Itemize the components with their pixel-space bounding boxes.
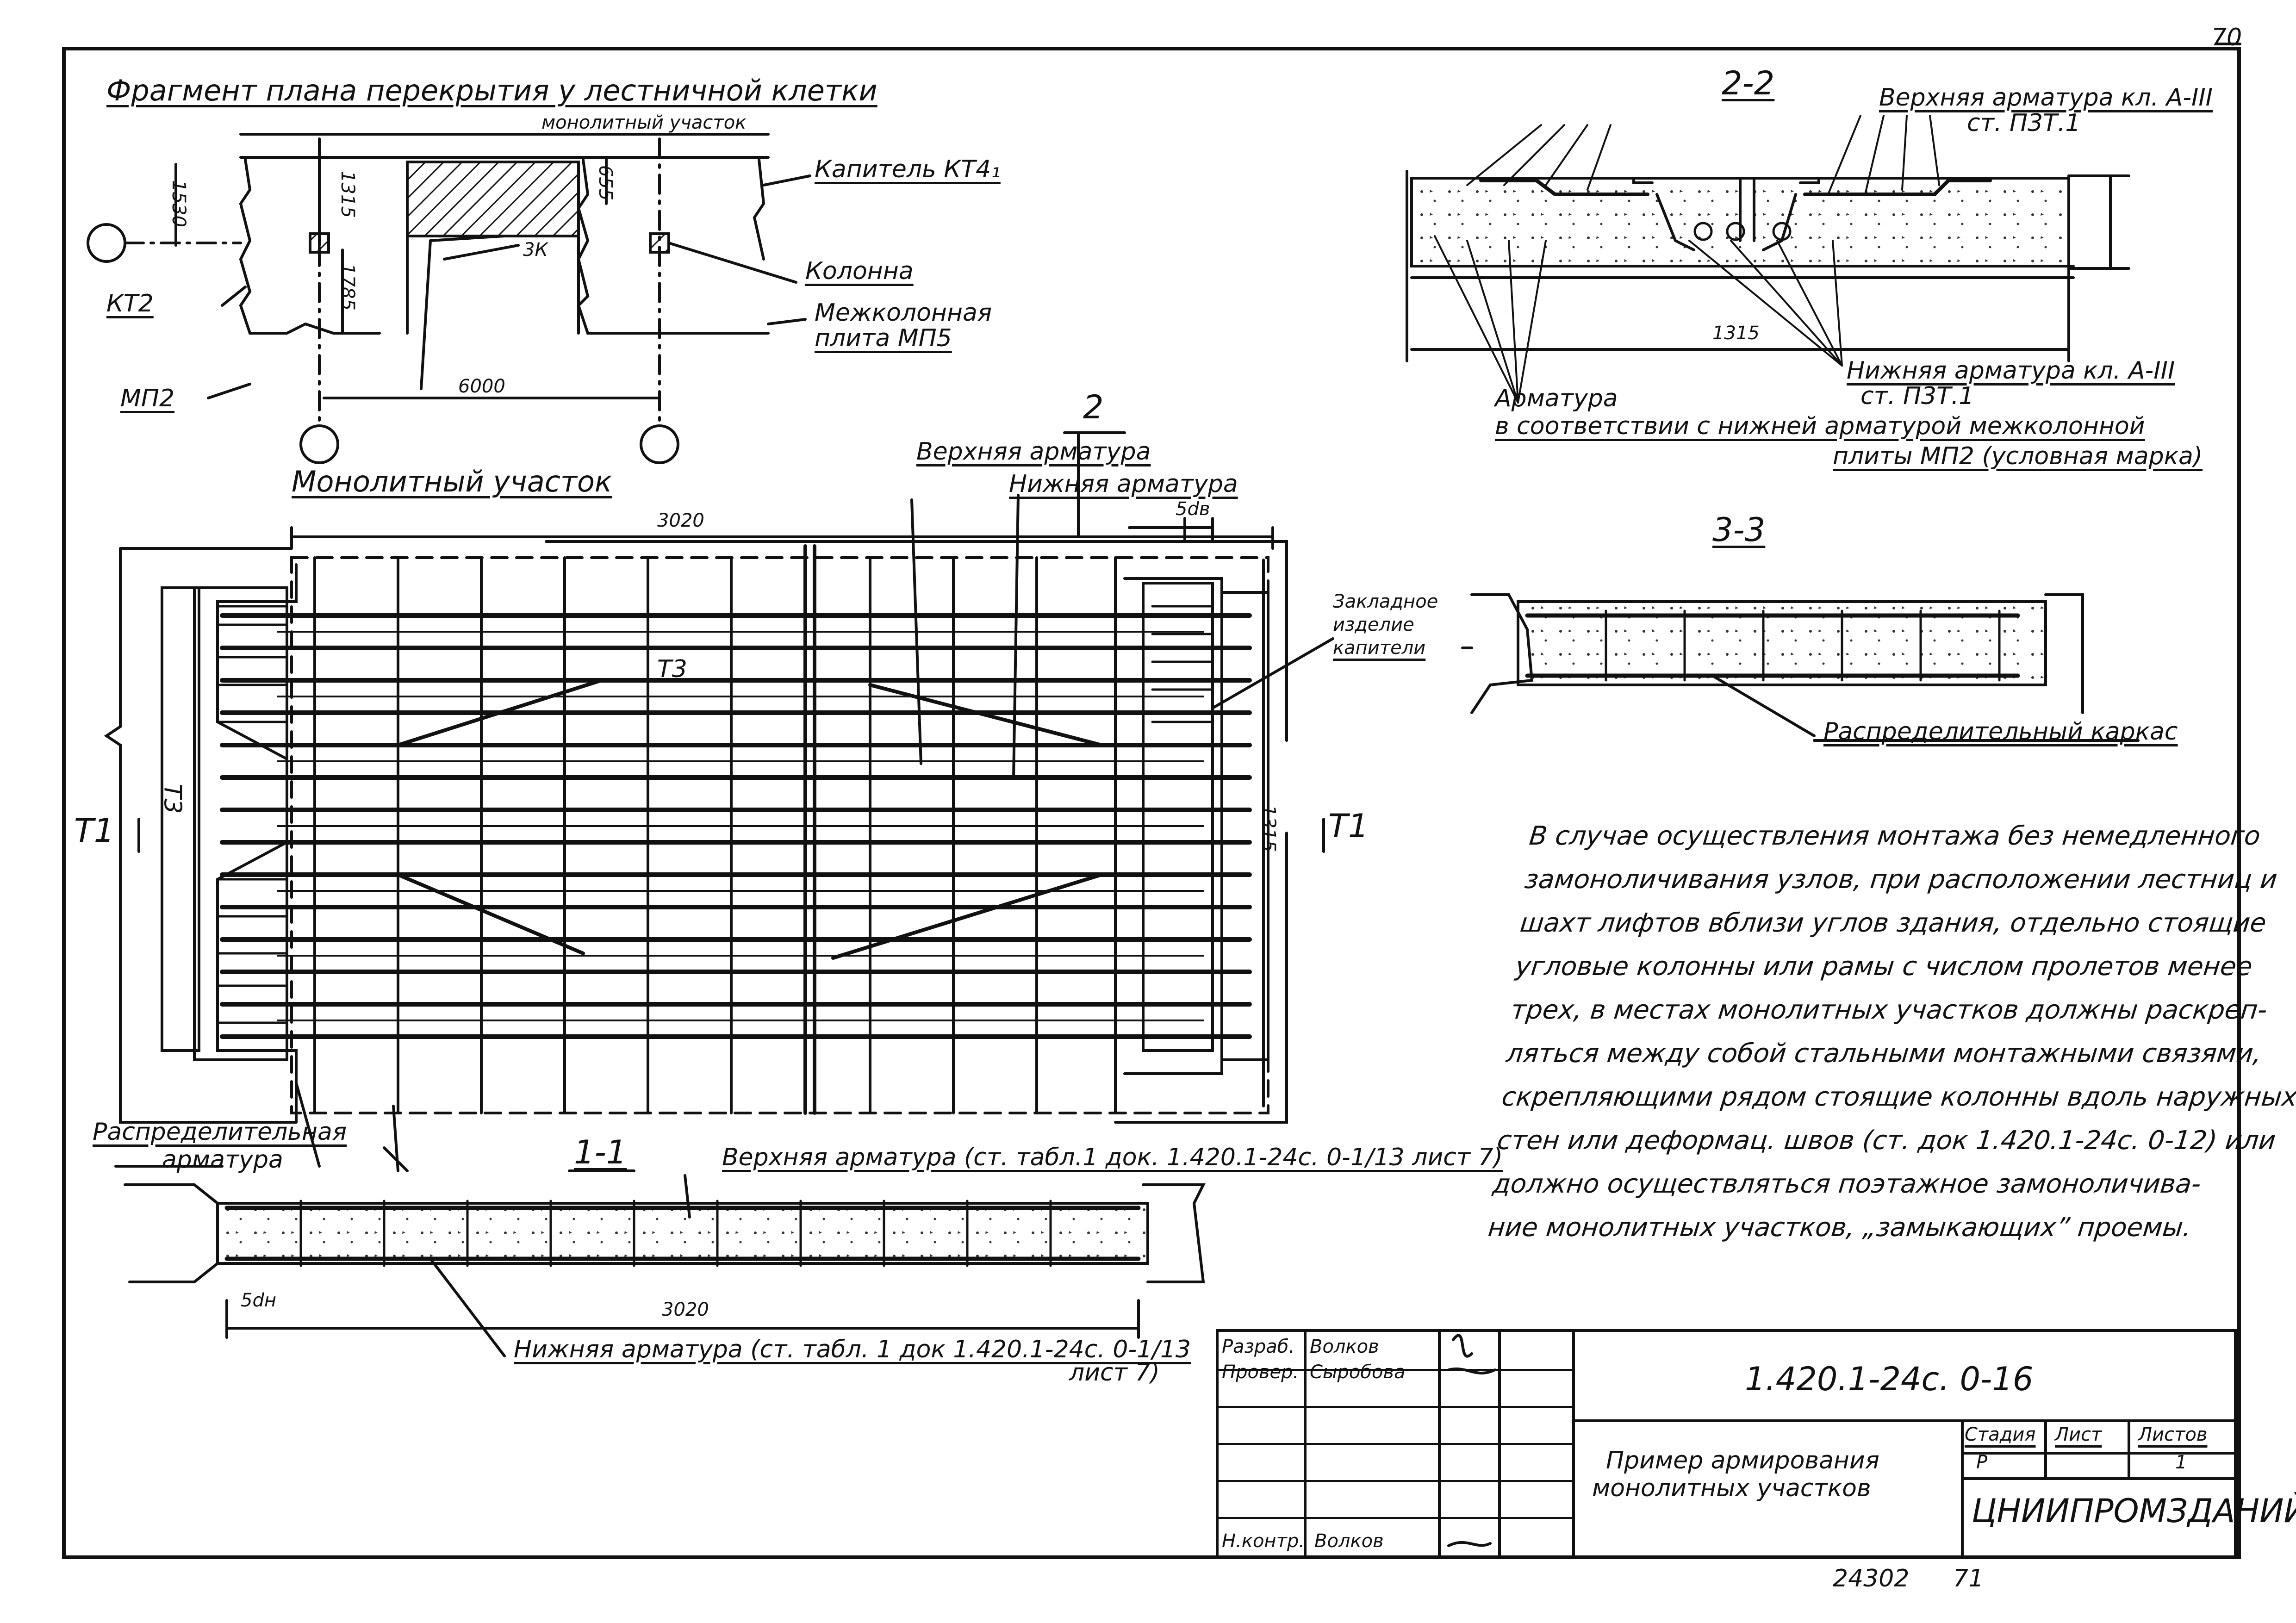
dim-1315-section: 1315	[1712, 323, 1760, 344]
tb-prover-label: Провер.	[1222, 1362, 1299, 1383]
section-1-1	[114, 1165, 1206, 1357]
tb-organization: ЦНИИПРОМЗДАНИЙ	[1972, 1492, 2296, 1530]
dim-3020-section: 3020	[662, 1299, 709, 1320]
section-2-2-lower-ref: ст. П3Т.1	[1860, 382, 1974, 410]
dim-5d-lower: 5dн	[241, 1290, 276, 1311]
footer-copy: 71	[1953, 1565, 1984, 1592]
section-1-1-upper: Верхняя арматура (ст. табл.1 док. 1.420.…	[722, 1144, 1503, 1171]
section-2-2-rebar-line2: в соответствии с нижней арматурой межкол…	[1495, 412, 2145, 440]
note-line: ляться между собой стальными монтажными …	[1505, 1038, 2263, 1069]
tb-desc-line1: Пример армирования	[1606, 1447, 1879, 1474]
fragment-title: Фрагмент плана перекрытия у лестничной к…	[106, 74, 877, 107]
dim-5d-upper: 5dв	[1176, 498, 1210, 520]
tb-desc-line2: монолитных участков	[1592, 1474, 1871, 1502]
dim-3020-plan: 3020	[657, 510, 704, 531]
dim-1315-frag: 1315	[336, 171, 358, 218]
note-line: шахт лифтов вблизи углов здания, отдельн…	[1518, 908, 2268, 938]
tb-listov-value: 1	[2175, 1452, 2187, 1473]
distrib-line1: Распределительная	[93, 1118, 347, 1146]
tb-nkontr-label: Н.контр.	[1222, 1530, 1305, 1552]
t3-label-b: Т3	[158, 784, 187, 814]
dim-6000: 6000	[458, 376, 505, 397]
kapitel-label: Капитель КТ4₁	[815, 155, 1001, 183]
section-2-2-title: 2-2	[1722, 64, 1775, 102]
sheet-frame	[62, 47, 2241, 1559]
embedded-line2: изделие	[1333, 614, 1414, 635]
fragment-plan	[87, 133, 811, 464]
section-2-2-upper-ref: ст. П3Т.1	[1967, 109, 2081, 137]
slab-label-line2: плита МП5	[815, 324, 952, 352]
section-2-2-lower: Нижняя арматура кл. А-III	[1847, 357, 2175, 385]
fragment-mono-note: монолитный участок	[541, 112, 747, 133]
section-3-3	[1461, 593, 2140, 742]
note-line: ние монолитных участков, „замыкающих” пр…	[1487, 1213, 2193, 1243]
note-line: В случае осуществления монтажа без немед…	[1528, 821, 2262, 851]
tb-stadia-label: Стадия	[1965, 1424, 2036, 1445]
tb-doc-code: 1.420.1-24с. 0-16	[1745, 1360, 2034, 1398]
section-2-2-rebar-line3: плиты МП2 (условная марка)	[1833, 442, 2203, 470]
note-line: стен или деформац. швов (ст. док 1.420.1…	[1495, 1126, 2277, 1156]
section-1-1-title: 1-1	[574, 1133, 627, 1171]
section-t1-right: Т1	[1328, 807, 1369, 845]
horizontal-rebars	[220, 613, 1252, 1039]
section-2-2	[1406, 115, 2130, 404]
section-3-3-title: 3-3	[1712, 511, 1766, 549]
section-t1-left: Т1	[74, 812, 115, 850]
upper-rebar-label: Верхняя арматура	[916, 438, 1151, 466]
explanatory-note: В случае осуществления монтажа без немед…	[1486, 815, 2296, 1250]
kt2-label: КТ2	[106, 290, 154, 317]
mp2-label: МП2	[120, 385, 175, 412]
tb-prover-name: Сыробова	[1310, 1362, 1406, 1383]
hatched-monolith	[406, 161, 580, 237]
embedded-line3: капители	[1333, 637, 1426, 659]
note-line: скрепляющими рядом стоящие колонны вдоль…	[1500, 1082, 2296, 1112]
page-number: 70	[2211, 24, 2242, 51]
dim-1785: 1785	[336, 263, 358, 311]
dim-1315-plan: 1315	[1257, 805, 1279, 852]
lower-rebar-label: Нижняя арматура	[1009, 470, 1238, 498]
section-1-1-lower-line1: Нижняя арматура (ст. табл. 1 док 1.420.1…	[514, 1336, 1191, 1363]
section-2-2-rebar-line1: Арматура	[1495, 385, 1618, 412]
distrib-line2: арматура	[162, 1146, 283, 1174]
tb-stadia-value: Р	[1976, 1452, 1988, 1473]
tb-list-label: Лист	[2055, 1424, 2102, 1445]
footer-inventory: 24302	[1833, 1565, 1910, 1592]
tb-listov-label: Листов	[2138, 1424, 2208, 1445]
dim-655: 655	[595, 165, 616, 201]
section-2-2-upper: Верхняя арматура кл. А-III	[1879, 84, 2213, 112]
tb-nkontr-name: Волков	[1314, 1530, 1384, 1552]
embedded-line1: Закладное	[1333, 591, 1438, 612]
dim-1530: 1530	[168, 180, 189, 227]
k3-label: 3К	[523, 239, 548, 261]
note-line: должно осуществляться поэтажное замоноли…	[1491, 1169, 2203, 1199]
tb-razrab-label: Разраб.	[1222, 1336, 1295, 1357]
section-2-marker: 2	[1083, 388, 1104, 426]
tb-razrab-name: Волков	[1310, 1336, 1379, 1357]
note-line: замоноличивания узлов, при расположении …	[1523, 864, 2279, 895]
monolithic-plan	[104, 431, 1334, 1172]
monolithic-title: Монолитный участок	[292, 465, 612, 498]
section-3-3-frame: Распределительный каркас	[1823, 718, 2178, 746]
note-line: угловые колонны или рамы с числом пролет…	[1514, 951, 2254, 982]
column-label: Колонна	[805, 257, 914, 285]
slab-label-line1: Межколонная	[815, 299, 992, 327]
section-1-1-lower-line2: лист 7)	[1069, 1359, 1160, 1387]
note-line: трех, в местах монолитных участков должн…	[1509, 995, 2269, 1025]
t3-label-a: Т3	[657, 655, 687, 683]
title-block	[1216, 1329, 2237, 1559]
